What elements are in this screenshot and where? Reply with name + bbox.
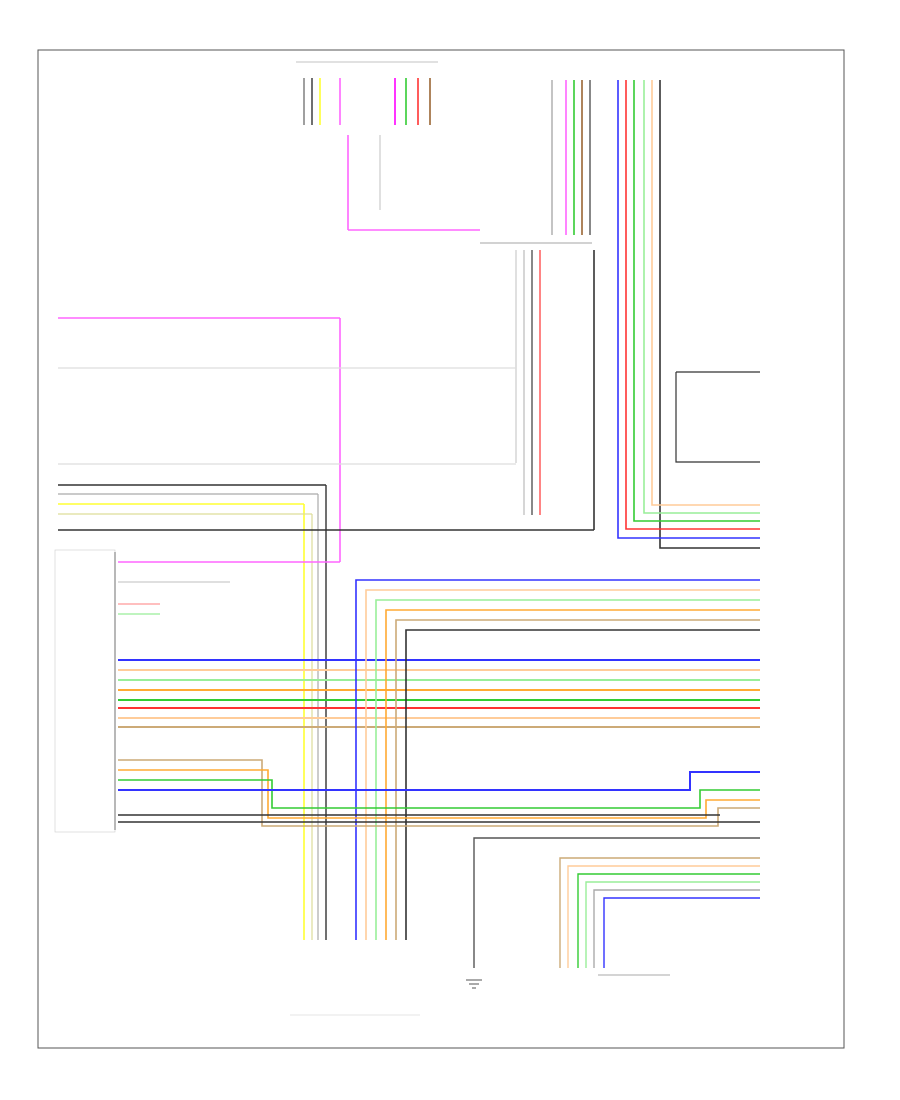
left-module-wires — [118, 561, 340, 615]
center-vertical-wires — [515, 250, 595, 530]
left-module — [54, 549, 116, 833]
top-left-connector-group — [296, 61, 480, 231]
diagram-border — [37, 49, 845, 1049]
lower-harness — [118, 759, 760, 827]
top-right-connector-group — [480, 80, 661, 540]
left-horizontal-wires — [58, 317, 594, 940]
right-upper-harness — [617, 490, 760, 549]
right-module-box — [675, 371, 760, 463]
center-fan — [355, 579, 760, 940]
bottom-right-connector — [473, 837, 760, 976]
ground-symbol — [466, 979, 482, 989]
middle-harness — [118, 659, 760, 728]
